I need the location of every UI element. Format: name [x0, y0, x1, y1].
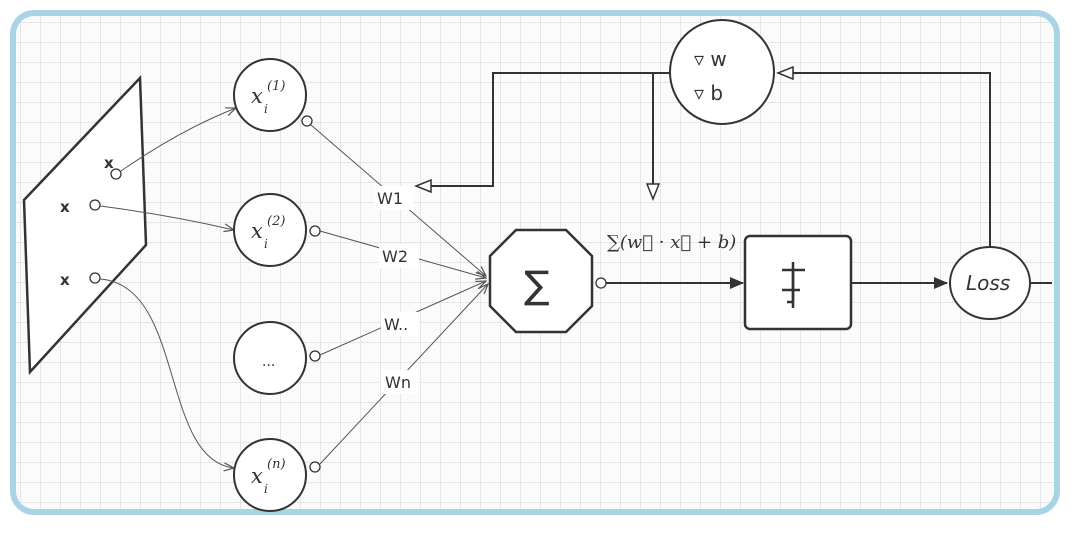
input-connectors [99, 108, 236, 468]
neuron-1-symbol: x [251, 84, 263, 108]
neuron-n: x i (n) [233, 438, 321, 512]
sum-symbol: ∑ [524, 263, 550, 307]
neuron-ellipsis-label: ... [262, 354, 275, 370]
gradient-b-label: ▿ b [694, 81, 723, 105]
neuron-ellipsis-port [309, 350, 321, 362]
neuron-1-subscript: i [264, 102, 268, 116]
activation-block [743, 234, 853, 331]
input-label-2: x [60, 198, 70, 216]
sum-node: ∑ [488, 228, 607, 334]
sum-expression: ∑(w⃗ · x⃗ + b) [607, 232, 736, 253]
neuron-1: x i (1) [233, 58, 313, 132]
sum-port [595, 277, 607, 289]
neuron-2: x i (2) [233, 193, 321, 267]
weight-label-w-ellipsis: W.. [384, 315, 408, 334]
neuron-n-subscript: i [264, 482, 268, 496]
weight-label-w2: W2 [382, 247, 408, 266]
neuron-1-port [301, 115, 313, 127]
neuron-2-superscript: (2) [267, 214, 285, 229]
neuron-n-symbol: x [251, 464, 263, 488]
connector-loss-gradient [778, 73, 991, 247]
connector-input3-neurontn [99, 278, 234, 468]
input-block: x x x [22, 74, 148, 376]
loss-label: Loss [966, 271, 1010, 295]
gradient-w-label: ▿ w [694, 47, 727, 71]
input-port-2 [89, 199, 101, 211]
input-port-3 [89, 272, 101, 284]
input-label-1: x [104, 154, 114, 172]
weight-labels: W1 W2 W.. Wn [374, 186, 419, 394]
weight-label-w1: W1 [377, 189, 403, 208]
weight-label-wn: Wn [385, 373, 411, 392]
loss-node: Loss [949, 246, 1031, 320]
connector-input2-neuron2 [99, 205, 234, 230]
input-label-3: x [60, 271, 70, 289]
neuron-n-superscript: (n) [267, 457, 286, 472]
neuron-2-port [309, 225, 321, 237]
neuron-ellipsis: ... [233, 321, 321, 395]
gradient-node: ▿ w ▿ b [669, 19, 775, 125]
neuron-1-superscript: (1) [267, 79, 285, 94]
weight-connectors [310, 124, 488, 465]
neuron-2-symbol: x [251, 219, 263, 243]
neuron-2-subscript: i [264, 237, 268, 251]
connector-gradient-weights [416, 72, 670, 186]
connector-input1-neuron1 [120, 108, 236, 172]
step-function-icon [782, 262, 805, 308]
input-port-1 [110, 168, 122, 180]
neuron-n-port [309, 461, 321, 473]
